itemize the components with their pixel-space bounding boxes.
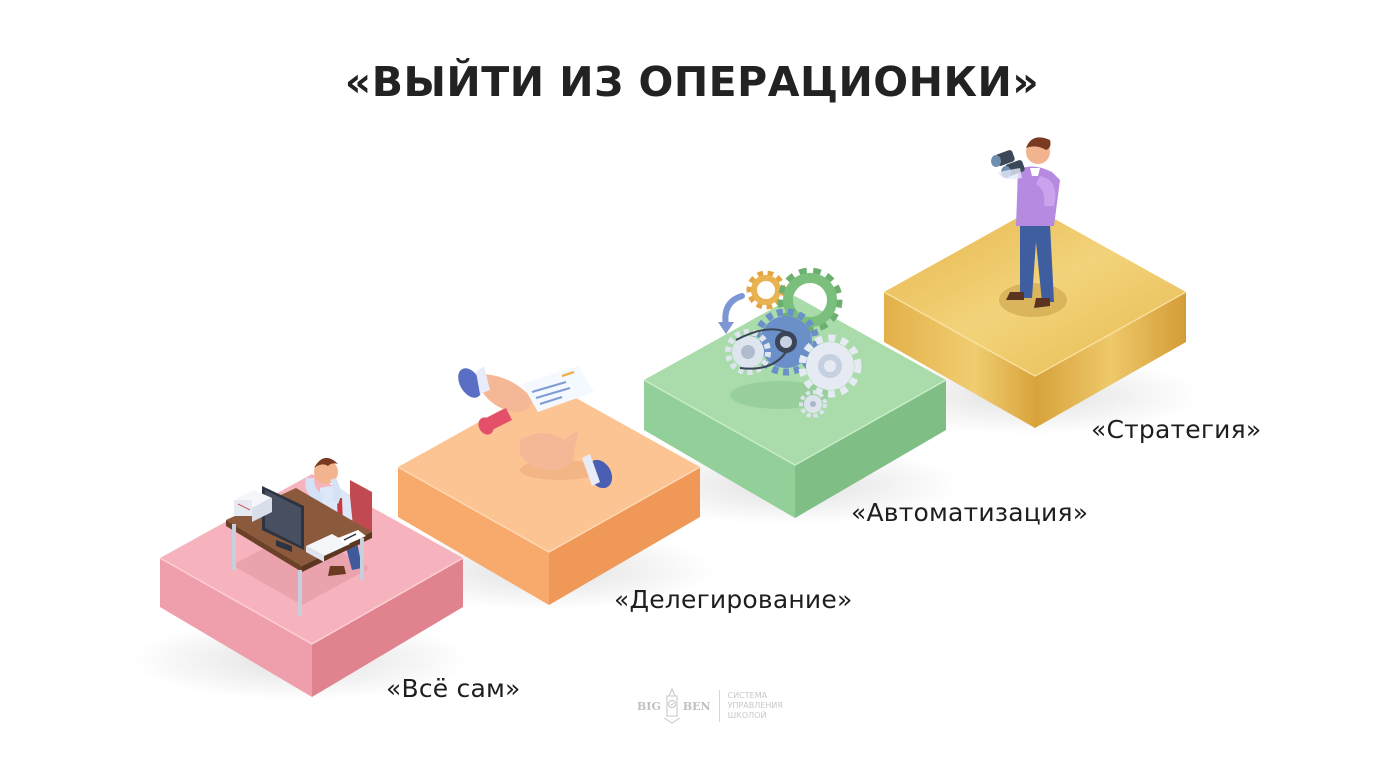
logo-caption-line: школой (727, 711, 767, 720)
footer-logo: BIG BEN Система управления школой (637, 688, 783, 724)
logo-brand-right: BEN (682, 699, 711, 713)
clock-tower-icon (663, 688, 681, 724)
step-label-delegation: «Делегирование» (614, 585, 853, 614)
logo-caption: Система управления школой (728, 691, 783, 721)
logo-brand: BIG BEN (637, 688, 711, 724)
delegation-handshake-icon (458, 366, 613, 489)
step-label-strategy: «Стратегия» (1091, 415, 1262, 444)
overwhelmed-worker-icon (226, 457, 372, 616)
step-label-automation: «Автоматизация» (851, 498, 1089, 527)
logo-caption-line: управления (727, 701, 783, 710)
step-block-automation (643, 296, 947, 518)
step-label-do-it-all: «Всё сам» (386, 674, 521, 703)
logo-brand-left: BIG (637, 699, 661, 713)
logo-divider (718, 690, 720, 722)
strategy-binoculars-icon (991, 137, 1067, 317)
slide-title: «ВЫЙТИ ИЗ ОПЕРАЦИОНКИ» (344, 58, 1040, 106)
logo-caption-line: Система (727, 691, 768, 700)
automation-gears-icon (718, 267, 862, 418)
